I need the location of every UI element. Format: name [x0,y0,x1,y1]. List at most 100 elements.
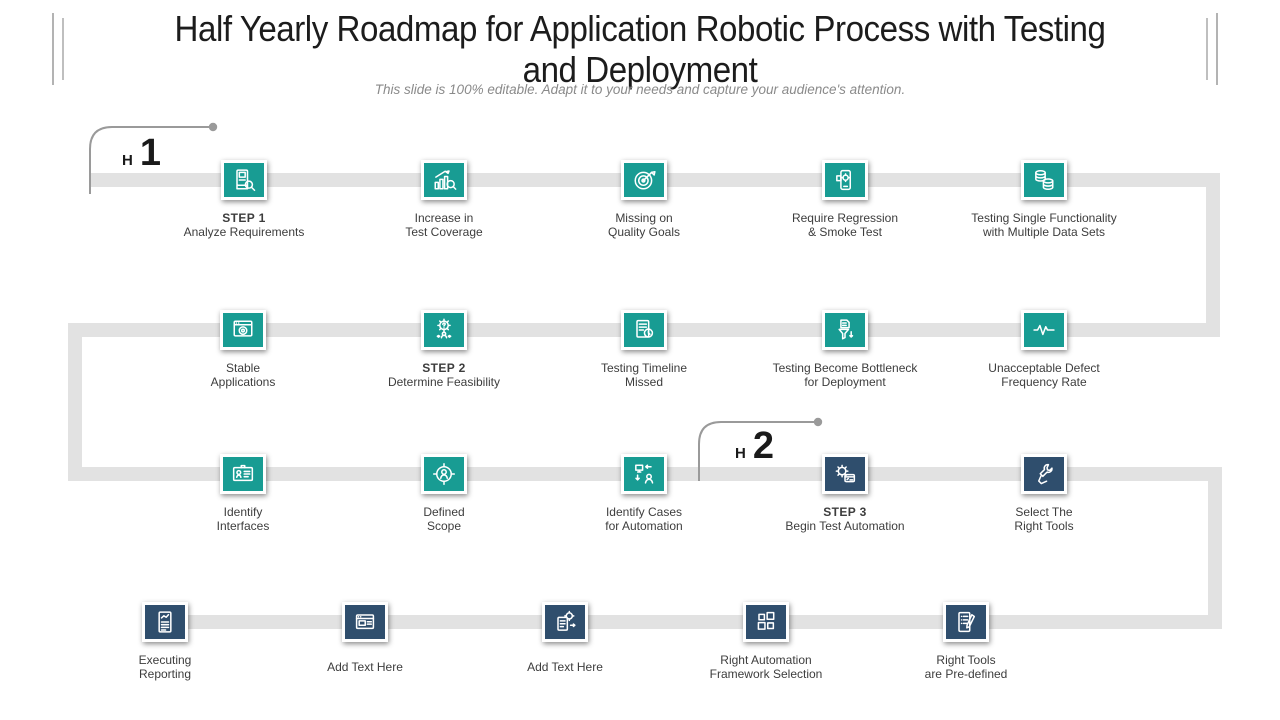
roadmap-item-tile[interactable] [822,454,868,494]
roadmap-item-tile[interactable] [621,454,667,494]
roadmap-item-label-line: Add Text Here [527,659,603,674]
document-stopwatch-icon [636,319,654,338]
pulse-wave-icon [1033,324,1055,336]
roadmap-item-tile[interactable] [142,602,188,642]
roadmap-item-label-line: are Pre-defined [924,667,1008,681]
roadmap-item-tile[interactable] [743,602,789,642]
roadmap-item-label-line: Defined [423,504,465,519]
roadmap-item-tile[interactable] [822,310,868,350]
target-dart-icon [634,170,656,190]
half-marker-h2: H 2 [695,415,835,485]
person-target-icon [432,462,456,486]
roadmap-item-tile[interactable] [1021,160,1067,200]
roadmap-item-label-line: Framework Selection [709,667,823,681]
roadmap-item-tile[interactable] [1021,454,1067,494]
gear-question-person-icon [436,318,452,339]
roadmap-item-label-line: Applications [210,375,276,389]
roadmap-item-label-line: Missing on [615,210,673,225]
roadmap-item-tile[interactable] [621,160,667,200]
roadmap-item-tile[interactable] [621,310,667,350]
roadmap-item-label-line: STEP 1 [222,210,266,225]
roadmap-road-segment [1208,467,1222,629]
roadmap-item-tile[interactable] [421,310,467,350]
browser-shield-icon [233,320,253,337]
right-accent-bar-inner [1206,18,1208,80]
hand-wrench-icon [1037,463,1053,485]
roadmap-item-label-line: Missed [624,375,663,389]
roadmap-item-tile[interactable] [421,454,467,494]
slide-title-line1: Half Yearly Roadmap for Application Robo… [174,8,1106,49]
slide-subtitle: This slide is 100% editable. Adapt it to… [374,82,906,97]
roadmap-item-label-line: Testing Single Functionality [971,210,1117,225]
roadmap-item-label-line: Interfaces [216,519,270,533]
roadmap-item-label-line: Quality Goals [607,225,681,239]
roadmap-item-label-line: Determine Feasibility [387,375,501,389]
roadmap-item-label-line: for Deployment [804,375,886,389]
half-marker-h1: H 1 [86,120,226,195]
marker-bracket-icon [698,417,823,481]
roadmap-item-label-line: Frequency Rate [1001,375,1087,389]
roadmap-item-label-line: Begin Test Automation [785,519,905,533]
roadmap-item-label: Require Regression& Smoke Test [735,209,955,241]
roadmap-item-label-line: Test Coverage [405,225,483,239]
checklist-pencil-icon [958,611,976,633]
left-accent-bar-outer [52,13,54,85]
roadmap-item-label-line: Right Tools [936,652,996,667]
roadmap-item-label-line: Unacceptable Defect [988,360,1100,375]
roadmap-item-label-line: Stable [225,360,261,375]
document-funnel-icon [838,319,854,340]
mobile-gear-icon [836,169,852,191]
roadmap-item-label-line: Select The [1015,504,1073,519]
roadmap-item-label-line: & Smoke Test [808,225,882,239]
roadmap-item-tile[interactable] [220,454,266,494]
roadmap-item-tile[interactable] [943,602,989,642]
roadmap-road-segment [1206,173,1220,337]
roadmap-item-tile[interactable] [542,602,588,642]
h2-prefix: H [735,445,746,462]
document-scan-icon [236,169,256,192]
roadmap-item-label[interactable]: Add Text Here [455,651,675,683]
roadmap-item-label-line: with Multiple Data Sets [982,225,1106,239]
roadmap-item-label[interactable]: Add Text Here [255,651,475,683]
h1-prefix: H [122,152,133,169]
roadmap-item-tile[interactable] [342,602,388,642]
roadmap-item-label-line: for Automation [605,519,683,533]
roadmap-item-label-line: Right Tools [1014,519,1074,533]
roadmap-item-tile[interactable] [822,160,868,200]
roadmap-item-label-line: Reporting [138,667,192,681]
roadmap-item-tile[interactable] [221,160,267,200]
document-gear-icon [557,610,576,631]
roadmap-item-label-line: Add Text Here [327,659,403,674]
roadmap-item-label-line: Increase in [414,210,474,225]
roadmap-item-label-line: Analyze Requirements [183,225,305,239]
roadmap-item-label-line: Identify [223,504,263,519]
roadmap-item-tile[interactable] [1021,310,1067,350]
roadmap-item-tile[interactable] [220,310,266,350]
roadmap-item-tile[interactable] [421,160,467,200]
database-stack-icon [1035,170,1054,190]
roadmap-item-label-line: STEP 2 [422,360,466,375]
screen-transfer-person-icon [635,464,654,484]
roadmap-item-label-line: Identify Cases [605,504,683,519]
roadmap-item-label-line: Right Automation [720,652,812,667]
roadmap-item-label-line: Require Regression [791,210,899,225]
browser-media-icon [355,614,375,630]
id-card-icon [232,464,254,482]
roadmap-item-label-line: Testing Timeline [600,360,688,375]
slide-title-line2: and Deployment [522,49,758,90]
marker-bracket-icon [89,122,218,194]
